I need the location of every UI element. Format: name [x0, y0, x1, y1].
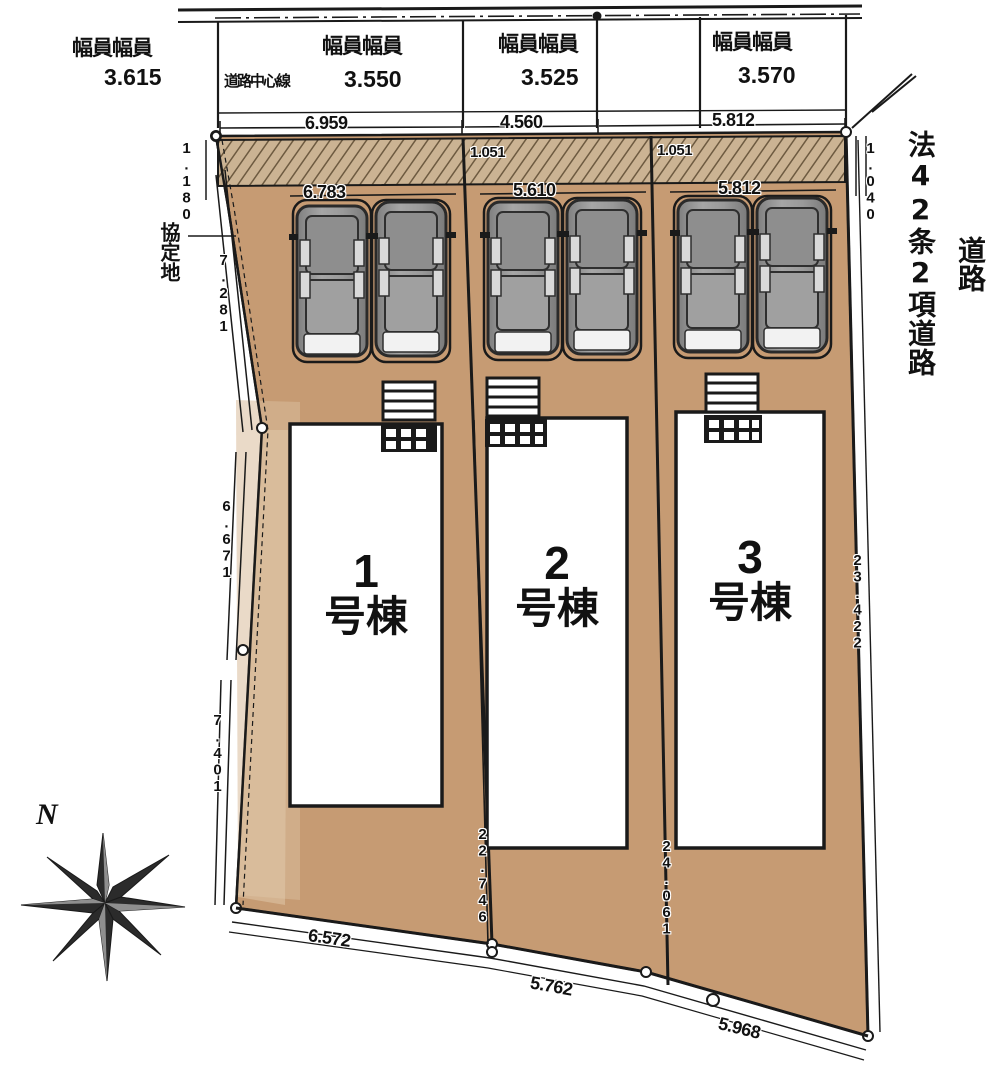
lot-number-3: 3: [737, 531, 763, 583]
road-width-label-2: 幅員幅員: [322, 34, 403, 58]
agreement-land-label: 協定地: [157, 222, 181, 282]
inner-vertical-dim-1: 22.746: [474, 826, 491, 925]
setback-right-witness: [855, 136, 867, 196]
parking-width-dim-2: 5.610: [513, 180, 556, 200]
left-dimension-chain: [214, 169, 253, 906]
road-center-line: [214, 11, 861, 21]
road-width-label-3: 幅員幅員: [498, 32, 579, 56]
lot-suffix-1: 号棟: [323, 592, 408, 641]
road-width-label-4: 幅員幅員: [712, 30, 793, 54]
setback-mid-1-dim: 1.051: [470, 144, 506, 161]
road-width-value-3: 3.525: [521, 64, 579, 90]
building-footprint-3: [674, 410, 826, 850]
road-width-value-2: 3.550: [344, 66, 402, 92]
left-edge-dim-2: 6.671: [218, 498, 235, 581]
entrance-stairs-3: [704, 372, 762, 443]
lot-label-1: 1 号棟: [300, 548, 432, 640]
setback-left-witness: [205, 131, 221, 200]
parking-width-dim-3: 5.812: [718, 178, 761, 198]
agreement-land-boundary: [210, 130, 269, 914]
parking-width-dim-1: 6.783: [303, 182, 346, 202]
inner-vertical-dim-2: 24.061: [658, 838, 675, 937]
lot-suffix-2: 号棟: [514, 584, 599, 633]
entrance-stairs-2: [485, 376, 547, 447]
road-setback-hatch: [217, 134, 846, 188]
right-edge-dim: 23.422: [849, 552, 866, 651]
inner-vertical-dimension-lines: [473, 419, 669, 986]
site-land-highlight-2: [238, 430, 288, 905]
parking-bay-lot3: [670, 194, 837, 360]
parking-width-dimension-lines: [289, 189, 837, 197]
building-footprint-1: [288, 422, 444, 808]
north-arrow-icon: [20, 832, 186, 982]
frontage-dim-3: 5.812: [712, 110, 755, 130]
right-boundary: [840, 126, 881, 1042]
frontage-dim-1: 6.959: [305, 113, 348, 133]
lot-label-2: 2 号棟: [492, 540, 622, 632]
frontage-dim-2: 4.560: [500, 112, 543, 132]
setback-mid-2-dim: 1.051: [657, 142, 693, 159]
law42-road-leader: [851, 73, 917, 129]
setback-left-dim: 1.180: [178, 140, 195, 223]
parking-bay-lot1: [289, 198, 456, 364]
road-width-label-1: 幅員幅員: [72, 36, 153, 60]
road-center-line-note: 道路中心線: [224, 72, 291, 90]
setback-right-dim: 1.040: [862, 140, 879, 223]
lot-label-3: 3 号棟: [682, 534, 818, 626]
road-width-value-4: 3.570: [738, 62, 796, 88]
road-width-value-1: 3.615: [104, 64, 162, 90]
parking-bay-lot2: [480, 196, 647, 362]
building-footprint-2: [485, 416, 629, 850]
right-road-label: 道路: [954, 236, 987, 292]
lot-number-1: 1: [353, 545, 379, 597]
bottom-boundary: [228, 906, 869, 1061]
road-width-dividers: [216, 15, 848, 128]
lot-suffix-3: 号棟: [707, 578, 792, 627]
lot-number-2: 2: [544, 537, 570, 589]
north-label: N: [36, 798, 58, 831]
left-edge-dim-1: 7.281: [215, 252, 232, 335]
road-outer-lines: [177, 4, 863, 23]
left-edge-dim-3: 7.401: [209, 712, 226, 795]
law42-road-label: 法42条2項道路: [904, 130, 937, 377]
entrance-stairs-1: [381, 380, 437, 452]
